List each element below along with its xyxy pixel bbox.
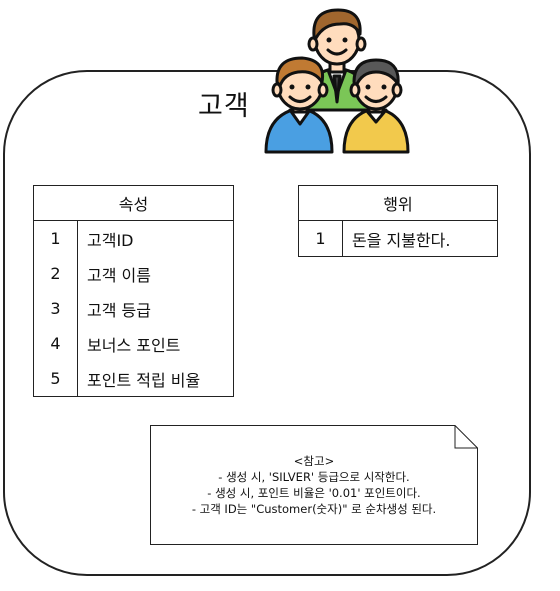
attribute-number: 1: [33, 220, 78, 256]
behaviors-table: 행위 1 돈을 지불한다.: [298, 185, 498, 257]
note-line: - 생성 시, 'SILVER' 등급으로 시작한다.: [218, 470, 410, 484]
attribute-text: 고객ID: [77, 220, 234, 256]
behaviors-header: 행위: [298, 185, 498, 221]
attribute-row: 3 고객 등급: [33, 291, 234, 326]
note-box: <참고> - 생성 시, 'SILVER' 등급으로 시작한다. - 생성 시,…: [150, 425, 478, 545]
behavior-row: 1 돈을 지불한다.: [298, 220, 498, 257]
behavior-number: 1: [298, 220, 343, 257]
attribute-row: 2 고객 이름: [33, 256, 234, 291]
note-line: - 고객 ID는 "Customer(숫자)" 로 순차생성 된다.: [191, 502, 437, 516]
attribute-text: 포인트 적립 비율: [77, 361, 234, 397]
class-title: 고객: [198, 91, 250, 122]
attribute-row: 4 보너스 포인트: [33, 326, 234, 361]
attribute-row: 1 고객ID: [33, 220, 234, 256]
attribute-number: 2: [33, 256, 78, 291]
attribute-number: 3: [33, 291, 78, 326]
attributes-table: 속성 1 고객ID 2 고객 이름 3 고객 등급 4 보너스 포인트 5 포인…: [33, 185, 234, 397]
note-line: <참고>: [293, 454, 335, 468]
note-line: - 생성 시, 포인트 비율은 '0.01' 포인트이다.: [207, 486, 421, 500]
attribute-text: 고객 등급: [77, 291, 234, 326]
customers-group-icon: [264, 8, 410, 154]
attribute-number: 5: [33, 361, 78, 397]
behavior-text: 돈을 지불한다.: [342, 220, 498, 257]
attribute-text: 고객 이름: [77, 256, 234, 291]
attribute-number: 4: [33, 326, 78, 361]
attribute-text: 보너스 포인트: [77, 326, 234, 361]
attributes-header: 속성: [33, 185, 234, 221]
note-text: <참고> - 생성 시, 'SILVER' 등급으로 시작한다. - 생성 시,…: [150, 453, 478, 517]
attribute-row: 5 포인트 적립 비율: [33, 361, 234, 397]
note-shape: [150, 425, 478, 545]
